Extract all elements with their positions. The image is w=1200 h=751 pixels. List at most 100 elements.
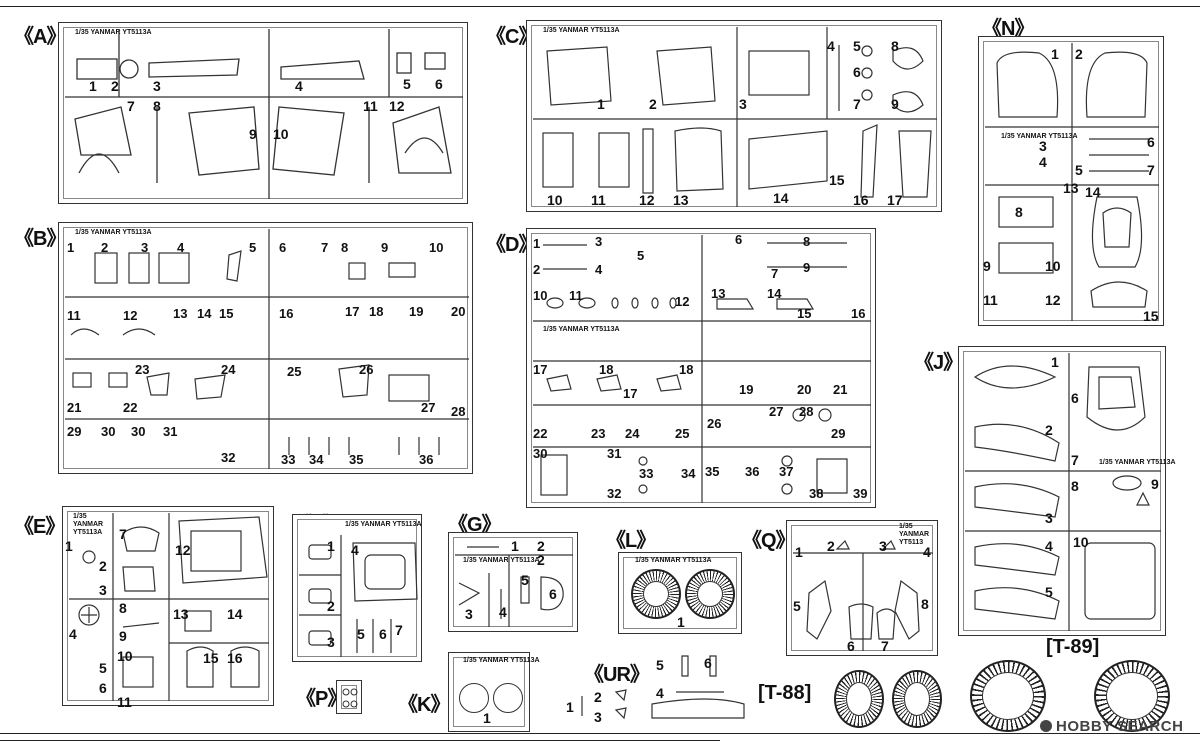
top-rule xyxy=(0,0,1200,7)
part-d18a: 18 xyxy=(599,362,614,377)
part-n11: 11 xyxy=(983,292,998,308)
part-b28: 28 xyxy=(451,404,466,419)
part-c5: 5 xyxy=(853,38,861,54)
part-n3: 3 xyxy=(1039,138,1047,154)
sprue-a-drawing xyxy=(65,29,463,199)
part-c12: 12 xyxy=(639,192,655,208)
part-n9: 9 xyxy=(983,258,991,274)
part-b29: 29 xyxy=(67,424,82,439)
part-d27: 27 xyxy=(769,404,784,419)
sprue-tag-l: 1/35 YANMAR YT5113A xyxy=(635,557,712,564)
part-d38: 38 xyxy=(809,486,824,501)
tire-t89-right xyxy=(1094,660,1170,732)
sprue-frame-f: 1/35 YANMAR YT5113A 1 2 3 4 5 6 7 xyxy=(292,514,422,662)
part-q8: 8 xyxy=(921,596,929,612)
part-e8: 8 xyxy=(119,600,127,616)
part-b13: 13 xyxy=(173,306,188,321)
sprue-c-drawing xyxy=(533,27,937,207)
part-e3: 3 xyxy=(99,582,107,598)
sprue-q-drawing xyxy=(793,539,933,651)
sprue-tag-n: 1/35 YANMAR YT5113A xyxy=(1001,133,1078,140)
part-f6: 6 xyxy=(379,626,387,642)
part-a8: 8 xyxy=(153,98,161,114)
section-label-c: 《C》 xyxy=(486,26,538,48)
part-b6: 6 xyxy=(279,240,287,255)
part-b4: 4 xyxy=(177,240,185,255)
sprue-frame-e: 1/35 YANMAR YT5113A 1 2 3 4 5 6 7 8 9 10… xyxy=(62,506,274,709)
part-d18b: 18 xyxy=(679,362,694,377)
sprue-tag-q: 1/35 YANMAR YT5113 xyxy=(899,523,930,546)
sprue-n-drawing xyxy=(985,43,1159,321)
part-j10: 10 xyxy=(1073,534,1089,550)
part-d11: 11 xyxy=(569,288,583,303)
part-d13: 13 xyxy=(711,286,726,301)
part-b34: 34 xyxy=(309,452,324,467)
part-c3: 3 xyxy=(739,96,747,112)
part-b21: 21 xyxy=(67,400,82,415)
wheel-l-right xyxy=(685,569,735,619)
part-c4: 4 xyxy=(827,38,835,54)
part-n7: 7 xyxy=(1147,162,1155,178)
watermark-logo: HOBBY SEARCH xyxy=(1040,718,1183,735)
part-n13: 13 xyxy=(1063,180,1079,196)
part-c10: 10 xyxy=(547,192,563,208)
part-n10: 10 xyxy=(1045,258,1061,274)
part-d16: 16 xyxy=(851,306,866,321)
part-a6: 6 xyxy=(435,76,443,92)
sprue-tag-a: 1/35 YANMAR YT5113A xyxy=(75,29,152,36)
sprue-d-drawing xyxy=(533,235,871,503)
part-n6: 6 xyxy=(1147,134,1155,150)
sprue-tag-k: 1/35 YANMAR YT5113A xyxy=(463,657,540,664)
part-c14: 14 xyxy=(773,190,789,206)
part-d2: 2 xyxy=(533,262,541,277)
part-e16: 16 xyxy=(227,650,243,666)
part-b33: 33 xyxy=(281,452,296,467)
part-e14: 14 xyxy=(227,606,243,622)
part-b22: 22 xyxy=(123,400,138,415)
part-ur2: 2 xyxy=(594,689,602,705)
section-label-ur: 《UR》 xyxy=(584,664,650,686)
sprue-frame-b: 1/35 YANMAR YT5113A 1 2 3 4 5 6 7 8 9 10… xyxy=(58,222,473,474)
part-q4: 4 xyxy=(923,544,931,560)
part-b5: 5 xyxy=(249,240,257,255)
part-j8: 8 xyxy=(1071,478,1079,494)
part-d22: 22 xyxy=(533,426,548,441)
bottom-rule xyxy=(0,733,1200,734)
part-a11: 11 xyxy=(363,98,378,114)
part-c8: 8 xyxy=(891,38,899,54)
part-f3: 3 xyxy=(327,634,335,650)
bottom-bar xyxy=(0,740,720,751)
part-b9: 9 xyxy=(381,240,389,255)
part-b10: 10 xyxy=(429,240,444,255)
part-c15: 15 xyxy=(829,172,845,188)
sprue-frame-p xyxy=(336,680,362,714)
part-n5: 5 xyxy=(1075,162,1083,178)
sprue-frame-k: 1/35 YANMAR YT5113A 1 xyxy=(448,652,540,732)
part-b11: 11 xyxy=(67,308,81,323)
part-b19: 19 xyxy=(409,304,424,319)
part-d7: 7 xyxy=(771,266,779,281)
part-b3: 3 xyxy=(141,240,149,255)
part-n15: 15 xyxy=(1143,308,1159,324)
tire-t88-left xyxy=(834,670,884,728)
sprue-tag-j: 1/35 YANMAR YT5113A xyxy=(1099,459,1176,466)
sprue-b-drawing xyxy=(65,229,469,469)
sprue-frame-a: 1/35 YANMAR YT5113A 1 2 3 4 5 6 7 8 9 10… xyxy=(58,22,468,204)
part-e15: 15 xyxy=(203,650,219,666)
part-d32: 32 xyxy=(607,486,622,501)
part-a3: 3 xyxy=(153,78,161,94)
tire-t89-left xyxy=(970,660,1046,732)
part-g4: 4 xyxy=(499,604,507,620)
part-q2: 2 xyxy=(827,538,835,554)
part-g6: 6 xyxy=(549,586,557,602)
part-d28: 28 xyxy=(799,404,814,419)
part-d17a: 17 xyxy=(533,362,548,377)
part-e10: 10 xyxy=(117,648,133,664)
part-d36: 36 xyxy=(745,464,760,479)
sprue-tag-f: 1/35 YANMAR YT5113A xyxy=(345,521,422,528)
part-d23: 23 xyxy=(591,426,606,441)
part-b8: 8 xyxy=(341,240,349,255)
part-d5: 5 xyxy=(637,248,645,263)
part-n8: 8 xyxy=(1015,204,1023,220)
part-c9: 9 xyxy=(891,96,899,112)
